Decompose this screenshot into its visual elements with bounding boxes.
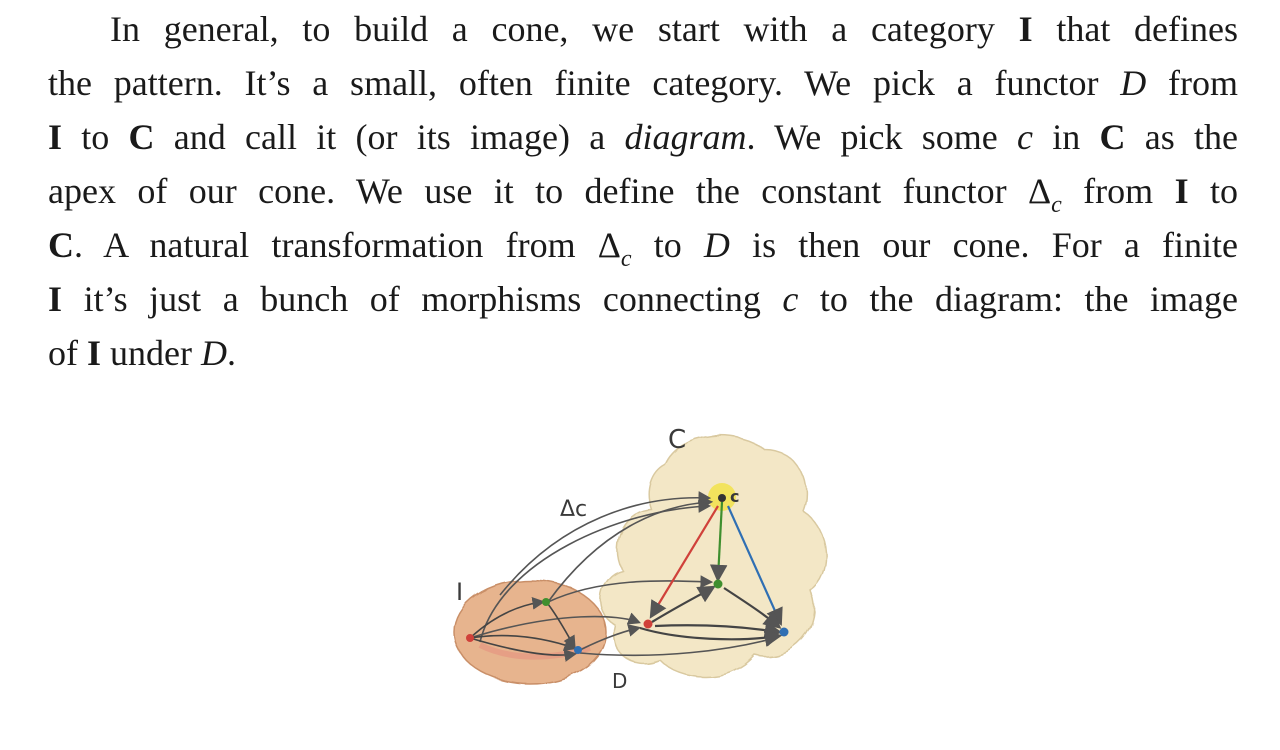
text-segment: D [200, 333, 227, 373]
text-segment: I [1018, 9, 1033, 49]
text-segment: In general, to build a cone, we start wi… [110, 9, 1019, 49]
d-arrow [547, 575, 714, 603]
text-segment: I [1174, 171, 1189, 211]
delta-arrow [547, 496, 714, 603]
text-segment: c [1016, 117, 1033, 157]
label-delta-c: Δc [560, 497, 587, 522]
cone-arrows [639, 501, 783, 647]
d-arrow [469, 612, 641, 639]
body-paragraph: In general, to build a cone, we start wi… [48, 2, 1238, 380]
paragraph-line: apex of our cone. We use it to define th… [48, 164, 1238, 218]
text-segment: C [48, 225, 74, 265]
text-segment: C [128, 117, 155, 157]
text-segment: c [782, 279, 799, 319]
paragraph-line: the pattern. It’s a small, often finite … [48, 56, 1238, 110]
text-segment: in [1032, 117, 1100, 157]
d-arrow [579, 624, 642, 651]
paragraph-line: C. A natural transformation from Δc to D… [48, 218, 1238, 272]
cone-leg-green [709, 501, 728, 583]
label-category-i: I [456, 578, 463, 606]
text-segment: I [87, 333, 102, 373]
text-segment: is then our cone. For a finite [729, 225, 1238, 265]
label-apex-c: c [730, 487, 739, 506]
text-segment: . A natural transformation from Δ [74, 225, 621, 265]
text-segment: . [226, 333, 236, 373]
text-segment: to [631, 225, 704, 265]
text-segment: of [48, 333, 87, 373]
cone-diagram-svg: C Δc I D c [453, 425, 827, 693]
node-i-green [542, 598, 550, 606]
text-segment: C [1099, 117, 1126, 157]
paragraph-line: of I under D. [48, 326, 1238, 380]
text-segment: c [1051, 192, 1062, 218]
text-segment: diagram [624, 117, 747, 157]
text-segment: D [1120, 63, 1147, 103]
text-segment: the pattern. It’s a small, often finite … [48, 63, 1121, 103]
text-segment: to the diagram: the image [798, 279, 1238, 319]
text-segment: c [620, 246, 632, 272]
node-i-red [466, 634, 474, 642]
text-segment: that defines [1032, 9, 1238, 49]
i-internal-arrows [469, 596, 578, 662]
text-segment: I [48, 117, 63, 157]
text-segment: it’s just a bunch of morphisms connectin… [62, 279, 783, 319]
paragraph-line: I it’s just a bunch of morphisms connect… [48, 272, 1238, 326]
text-segment: under [101, 333, 201, 373]
text-segment: from [1146, 63, 1239, 103]
diagram-arrow [651, 585, 716, 623]
label-functor-d: D [612, 669, 627, 693]
text-segment: apex of our cone. We use it to define th… [48, 171, 1052, 211]
text-segment: . We pick some [746, 117, 1017, 157]
text-segment: to [62, 117, 129, 157]
text-segment: and call it (or its image) a [154, 117, 625, 157]
paragraph-line: In general, to build a cone, we start wi… [48, 2, 1238, 56]
text-segment: D [703, 225, 730, 265]
cone-illustration: C Δc I D c [440, 410, 860, 710]
d-arrow [579, 634, 779, 657]
node-c-blue [779, 627, 789, 637]
node-c-green [713, 579, 723, 589]
paragraph-line: I to C and call it (or its image) a diag… [48, 110, 1238, 164]
apex-node [718, 494, 726, 502]
cone-leg-blue [726, 505, 783, 627]
delta-arrow [479, 500, 712, 643]
node-i-blue [574, 646, 582, 654]
text-segment: as the [1125, 117, 1238, 157]
text-segment: from [1061, 171, 1175, 211]
category-c-blob [599, 434, 827, 678]
cone-leg-red [649, 505, 719, 619]
text-segment: I [48, 279, 63, 319]
node-c-red [643, 619, 653, 629]
delta-arrow [499, 491, 712, 596]
functor-arrows [469, 491, 779, 657]
text-segment: to [1188, 171, 1238, 211]
diagram-arrow [639, 626, 783, 647]
label-category-c: C [668, 425, 686, 455]
